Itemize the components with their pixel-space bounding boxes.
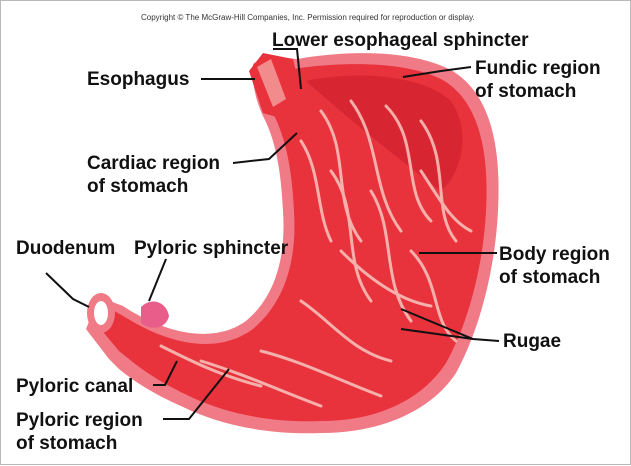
rugae-folds (159, 99, 473, 408)
label-fundic-region-line2: of stomach (475, 81, 576, 102)
leader-pyloric-sphincter (148, 258, 167, 302)
leader-cardiac-region (232, 132, 298, 164)
label-body-region-line1: Body region (499, 244, 610, 265)
label-duodenum: Duodenum (16, 238, 115, 259)
label-pyloric-region-line2: of stomach (16, 433, 117, 454)
stomach-illustration (86, 53, 499, 434)
fundus-shading (306, 75, 463, 191)
label-pyloric-canal: Pyloric canal (16, 376, 133, 397)
label-rugae: Rugae (503, 331, 561, 352)
label-body-region-line2: of stomach (499, 267, 600, 288)
stomach-mucosa (99, 64, 487, 422)
copyright-notice: Copyright © The McGraw-Hill Companies, I… (141, 13, 475, 22)
label-pyloric-region-line1: Pyloric region (16, 410, 143, 431)
leader-pyloric-canal (153, 360, 178, 386)
leader-pyloric-region (163, 368, 230, 420)
label-pyloric-sphincter: Pyloric sphincter (134, 238, 289, 259)
esophagus-highlight (257, 59, 286, 107)
pyloric-sphincter-ring (141, 301, 169, 328)
label-esophagus: Esophagus (87, 69, 189, 90)
label-cardiac-region-line1: Cardiac region (87, 153, 220, 174)
leader-lower-esophageal-sphincter (273, 48, 302, 90)
leader-duodenum (45, 272, 90, 308)
leader-fundic-region (402, 66, 472, 78)
leader-lines (45, 48, 500, 420)
label-fundic-region-line1: Fundic region (475, 58, 601, 79)
duodenum-lumen (94, 301, 108, 325)
label-cardiac-region-line2: of stomach (87, 176, 188, 197)
label-lower-esophageal-sphincter: Lower esophageal sphincter (272, 30, 529, 51)
leader-rugae-2 (400, 328, 474, 340)
